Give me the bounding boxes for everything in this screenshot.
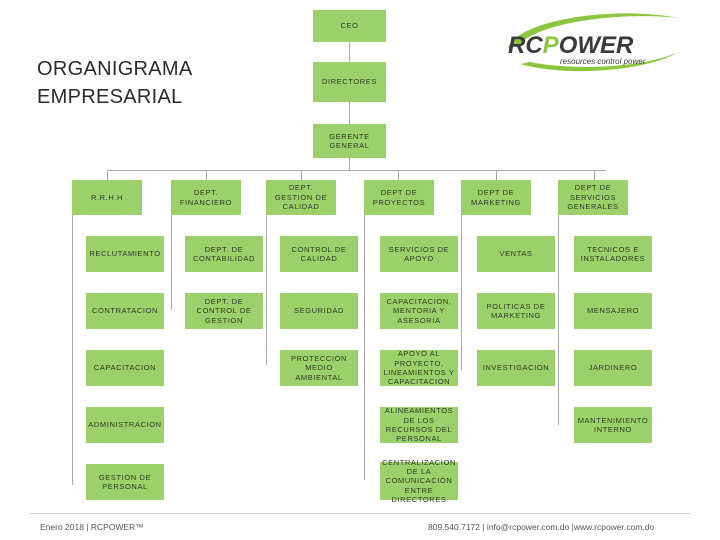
- connector: [594, 170, 595, 180]
- calidad-item: CONTROL DE CALIDAD: [280, 236, 358, 272]
- logo-wordmark: RCPOWER: [508, 32, 634, 59]
- dept-calidad-label: DEPT. GESTION DE CALIDAD: [274, 183, 328, 212]
- department-bus: [107, 170, 606, 171]
- footer-contact: 809.540.7172 | info@rcpower.com.do |www.…: [428, 522, 655, 532]
- dept-rrhh-label: R.R.H.H: [90, 192, 124, 202]
- servicios-item: JARDINERO: [574, 350, 652, 386]
- servicios-item: MENSAJERO: [574, 293, 652, 329]
- gerente-label: GERENTE GENERAL: [329, 131, 370, 150]
- dept-marketing: DEPT DE MARKETING: [461, 180, 531, 215]
- proyectos-item-label: SERVICIOS DE APOYO: [388, 244, 450, 263]
- rrhh-item-label: GESTION DE PERSONAL: [98, 472, 152, 491]
- connector: [398, 170, 399, 180]
- rrhh-item: CONTRATACION: [86, 293, 164, 329]
- connector: [349, 42, 350, 62]
- rcpower-logo: RCPOWER resources control power: [508, 13, 678, 72]
- ceo-label: CEO: [340, 21, 359, 31]
- ceo-box: CEO: [313, 10, 386, 42]
- marketing-item: INVESTIGACION: [477, 350, 555, 386]
- rrhh-item: RECLUTAMIENTO: [86, 236, 164, 272]
- servicios-spine: [558, 215, 559, 425]
- calidad-item-label: SEGURIDAD: [294, 306, 344, 316]
- rrhh-item: ADMINISTRACION: [86, 407, 164, 443]
- proyectos-item: SERVICIOS DE APOYO: [380, 236, 458, 272]
- dept-rrhh: R.R.H.H: [72, 180, 142, 215]
- proyectos-item-label: ALINEAMIENTOS DE LOS RECURSOS DEL PERSON…: [384, 406, 454, 444]
- marketing-item: VENTAS: [477, 236, 555, 272]
- logo-swoosh-lower: [520, 52, 678, 72]
- proyectos-item-label: APOYO AL PROYECTO, LINEAMIENTOS Y CAPACI…: [383, 349, 455, 387]
- dept-proyectos: DEPT DE PROYECTOS: [364, 180, 434, 215]
- dept-marketing-label: DEPT DE MARKETING: [471, 188, 521, 207]
- dept-financiero: DEPT. FINANCIERO: [171, 180, 241, 215]
- title-line-1: ORGANIGRAMA: [37, 58, 193, 80]
- logo-swoosh: [508, 13, 678, 48]
- servicios-item-label: JARDINERO: [588, 363, 638, 373]
- calidad-spine: [266, 215, 267, 365]
- financiero-item: DEPT. DE CONTROL DE GESTION: [185, 293, 263, 329]
- calidad-item-label: CONTROL DE CALIDAD: [291, 244, 347, 263]
- proyectos-item: ALINEAMIENTOS DE LOS RECURSOS DEL PERSON…: [380, 406, 458, 444]
- rrhh-item-label: CONTRATACION: [91, 306, 159, 316]
- proyectos-item-label: CENTRALIZACION DE LA COMUNICACIÓN ENTRE …: [382, 457, 456, 505]
- proyectos-item: CAPACITACION, MENTORIA Y ASESORIA: [380, 293, 458, 329]
- financiero-spine: [171, 215, 172, 310]
- rrhh-item-label: ADMINISTRACION: [88, 420, 162, 430]
- proyectos-spine: [364, 215, 365, 480]
- connector: [349, 102, 350, 124]
- page-title: ORGANIGRAMA EMPRESARIAL: [37, 55, 193, 111]
- rrhh-item: CAPACITACION: [86, 350, 164, 386]
- servicios-item: TECNICOS E INSTALADORES: [574, 236, 652, 272]
- footer-divider: [30, 513, 690, 514]
- rrhh-item: GESTION DE PERSONAL: [86, 464, 164, 500]
- financiero-item: DEPT. DE CONTABILIDAD: [185, 236, 263, 272]
- dept-financiero-label: DEPT. FINANCIERO: [179, 188, 233, 207]
- marketing-spine: [461, 215, 462, 370]
- gerente-general-box: GERENTE GENERAL: [313, 124, 386, 158]
- calidad-item-label: PROTECCION MEDIO AMBIENTAL: [290, 353, 347, 382]
- connector: [107, 170, 108, 180]
- marketing-item-label: VENTAS: [499, 249, 533, 259]
- calidad-item: SEGURIDAD: [280, 293, 358, 329]
- dept-servicios: DEPT DE SERVICIOS GENERALES: [558, 180, 628, 215]
- directores-label: DIRECTORES: [321, 77, 378, 87]
- calidad-item: PROTECCION MEDIO AMBIENTAL: [280, 350, 358, 386]
- marketing-item: POLITICAS DE MARKETING: [477, 293, 555, 329]
- connector: [496, 170, 497, 180]
- connector: [349, 158, 350, 170]
- rrhh-spine: [72, 215, 73, 485]
- logo-tagline: resources control power: [560, 57, 646, 66]
- servicios-item-label: TECNICOS E INSTALADORES: [580, 244, 646, 263]
- financiero-item-label: DEPT. DE CONTROL DE GESTION: [196, 296, 252, 325]
- servicios-item: MANTENIMIENTO INTERNO: [574, 407, 652, 443]
- financiero-item-label: DEPT. DE CONTABILIDAD: [192, 244, 256, 263]
- proyectos-item: CENTRALIZACION DE LA COMUNICACIÓN ENTRE …: [380, 458, 458, 504]
- connector: [301, 170, 302, 180]
- rrhh-item-label: RECLUTAMIENTO: [89, 249, 161, 259]
- proyectos-item-label: CAPACITACION, MENTORIA Y ASESORIA: [386, 296, 452, 325]
- servicios-item-label: MANTENIMIENTO INTERNO: [577, 415, 649, 434]
- dept-servicios-label: DEPT DE SERVICIOS GENERALES: [567, 183, 619, 212]
- servicios-item-label: MENSAJERO: [586, 306, 640, 316]
- dept-proyectos-label: DEPT DE PROYECTOS: [372, 188, 426, 207]
- footer-date: Enero 2018 | RCPOWER™: [40, 522, 144, 532]
- marketing-item-label: INVESTIGACION: [482, 363, 550, 373]
- title-line-2: EMPRESARIAL: [37, 86, 183, 108]
- marketing-item-label: POLITICAS DE MARKETING: [486, 301, 546, 320]
- rrhh-item-label: CAPACITACION: [93, 363, 157, 373]
- proyectos-item: APOYO AL PROYECTO, LINEAMIENTOS Y CAPACI…: [380, 349, 458, 387]
- dept-calidad: DEPT. GESTION DE CALIDAD: [266, 180, 336, 215]
- connector: [206, 170, 207, 180]
- directores-box: DIRECTORES: [313, 62, 386, 102]
